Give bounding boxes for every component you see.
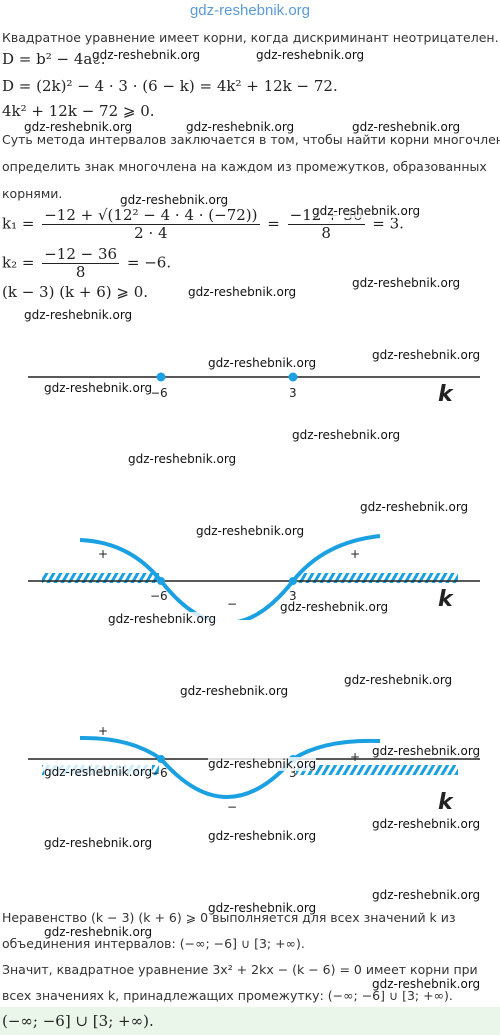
k1-denominator: 2 · 4 — [134, 224, 168, 242]
sign-plus-right: + — [350, 750, 360, 764]
watermark: gdz-reshebnik.org — [372, 888, 481, 902]
root-point-right — [289, 577, 297, 585]
watermark: gdz-reshebnik.org — [256, 48, 365, 62]
formula-inequality: 4k² + 12k − 72 ⩾ 0. — [2, 102, 155, 120]
sign-chart-1: + + − −6 3 k — [28, 534, 480, 620]
root-point-left — [157, 755, 165, 763]
watermark: gdz-reshebnik.org — [208, 829, 317, 843]
number-line-roots: −6 3 k — [28, 372, 480, 407]
sign-plus-left: + — [98, 547, 108, 561]
watermark: gdz-reshebnik.org — [292, 428, 401, 442]
watermark: gdz-reshebnik.org — [372, 348, 481, 362]
root-point-left — [157, 577, 165, 585]
axis-variable: k — [438, 587, 454, 612]
conclusion-line-2: объединения интервалов: (−∞; −6] ∪ [3; +… — [2, 936, 305, 951]
k2-result: = −6. — [126, 253, 172, 272]
watermark: gdz-reshebnik.org — [108, 612, 217, 626]
k2-denominator: 8 — [75, 263, 86, 281]
sign-plus-left: + — [98, 725, 108, 738]
watermark: gdz-reshebnik.org — [44, 765, 153, 779]
watermark: gdz-reshebnik.org — [24, 308, 133, 322]
watermark: gdz-reshebnik.org — [186, 120, 295, 134]
k1-equals: = — [267, 214, 280, 233]
method-line-3: корнями. — [2, 186, 63, 201]
axis-variable: k — [438, 790, 454, 815]
hatch-right — [296, 573, 458, 583]
root-k2: k₂ = −12 − 36 8 = −6. — [2, 246, 171, 281]
sign-curve — [79, 534, 381, 620]
watermark: gdz-reshebnik.org — [180, 684, 289, 698]
axis-variable: k — [438, 382, 454, 407]
sign-minus: − — [227, 597, 237, 611]
k2-numerator: −12 − 36 — [42, 245, 120, 264]
watermark: gdz-reshebnik.org — [372, 744, 481, 758]
root-point-right — [288, 372, 298, 382]
watermark: gdz-reshebnik.org — [352, 276, 461, 290]
axis-label-left-root: −6 — [150, 386, 168, 400]
k2-label: k₂ = — [2, 253, 35, 272]
hatch-right — [296, 765, 458, 775]
formula-discriminant: D = b² − 4ac. — [2, 50, 106, 68]
k2-fraction: −12 − 36 8 — [42, 245, 120, 281]
method-line-1: Суть метода интервалов заключается в том… — [2, 132, 500, 147]
axis-label-right-root: 3 — [289, 589, 297, 603]
watermark: gdz-reshebnik.org — [360, 500, 469, 514]
answer-box: (−∞; −6] ∪ [3; +∞). — [0, 1007, 500, 1035]
axis-label-left-root: −6 — [150, 766, 168, 780]
watermark: gdz-reshebnik.org — [344, 673, 453, 687]
k1-numerator: −12 + √(12² − 4 · 4 · (−72)) — [42, 206, 260, 225]
sign-minus: − — [227, 800, 237, 814]
watermark: gdz-reshebnik.org — [352, 120, 461, 134]
k1-fraction: −12 + √(12² − 4 · 4 · (−72)) 2 · 4 — [42, 206, 260, 242]
watermark: gdz-reshebnik.org — [372, 977, 481, 991]
watermark: gdz-reshebnik.org — [128, 452, 237, 466]
watermark: gdz-reshebnik.org — [44, 381, 153, 395]
factored-inequality: (k − 3) (k + 6) ⩾ 0. — [2, 283, 149, 301]
watermark: gdz-reshebnik.org — [208, 757, 317, 771]
axis-label-right-root: 3 — [289, 386, 297, 400]
conclusion-line-1: Неравенство (k − 3) (k + 6) ⩾ 0 выполняе… — [2, 910, 456, 925]
root-k1: k₁ = −12 + √(12² − 4 · 4 · (−72)) 2 · 4 … — [2, 207, 404, 242]
sign-curve — [79, 735, 381, 799]
watermark: gdz-reshebnik.org — [196, 524, 305, 538]
watermark: gdz-reshebnik.org — [312, 204, 421, 218]
k1-label: k₁ = — [2, 214, 35, 233]
watermark: gdz-reshebnik.org — [120, 193, 229, 207]
watermark: gdz-reshebnik.org — [208, 356, 317, 370]
watermark: gdz-reshebnik.org — [24, 120, 133, 134]
k1-denominator-simplified: 8 — [321, 224, 331, 242]
method-line-2: определить знак многочлена на каждом из … — [2, 159, 487, 174]
final-line-1: Значит, квадратное уравнение 3x² + 2kx −… — [2, 962, 478, 977]
site-title[interactable]: gdz-reshebnik.org — [189, 2, 311, 19]
watermark: gdz-reshebnik.org — [44, 925, 153, 939]
root-point-left — [156, 372, 166, 382]
watermark: gdz-reshebnik.org — [44, 836, 153, 850]
axis-label-left-root: −6 — [150, 589, 168, 603]
formula-discriminant-expanded: D = (2k)² − 4 · 3 · (6 − k) = 4k² + 12k … — [2, 77, 338, 95]
watermark: gdz-reshebnik.org — [280, 600, 389, 614]
watermark: gdz-reshebnik.org — [92, 48, 201, 62]
axis-label-right-root: 3 — [289, 766, 297, 780]
watermark: gdz-reshebnik.org — [372, 817, 481, 831]
watermark: gdz-reshebnik.org — [208, 901, 317, 915]
hatch-left — [42, 573, 159, 583]
k1-result: = 3. — [372, 214, 404, 233]
sign-plus-right: + — [350, 547, 360, 561]
watermark: gdz-reshebnik.org — [188, 285, 297, 299]
final-line-2: всех значениях k, принадлежащих промежут… — [2, 988, 453, 1003]
intro-text: Квадратное уравнение имеет корни, когда … — [2, 30, 499, 45]
